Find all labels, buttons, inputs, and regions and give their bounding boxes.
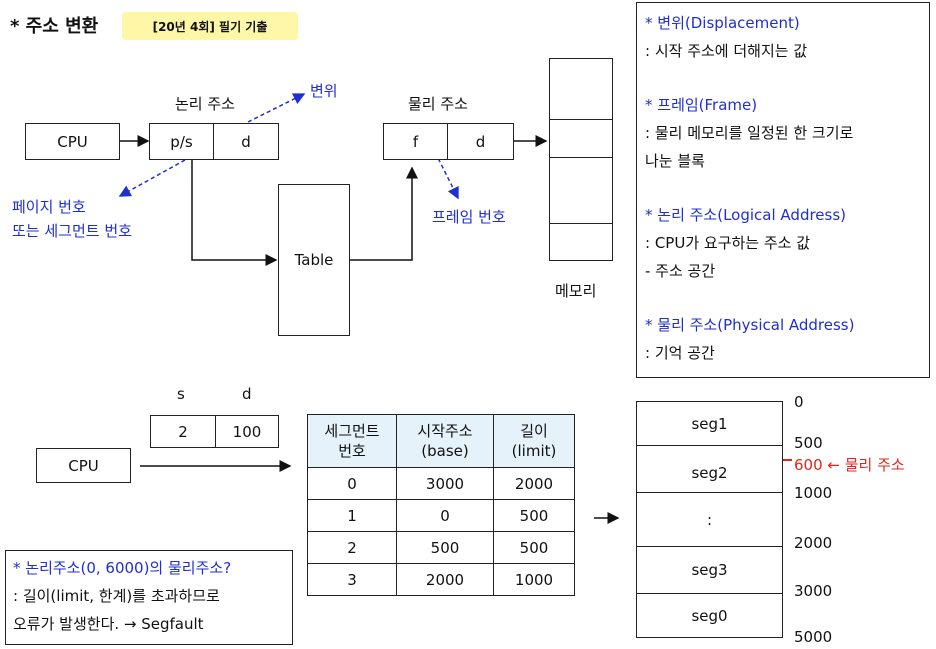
physical-address-label: 물리 주소 (408, 95, 468, 113)
memory-seg2: seg2 (636, 445, 783, 493)
question-box: * 논리주소(0, 6000)의 물리주소? : 길이(limit, 한계)를 … (5, 550, 293, 645)
def-displacement-text: : 시작 주소에 더해지는 값 (645, 42, 808, 60)
question-title: * 논리주소(0, 6000)의 물리주소? (13, 559, 232, 577)
segment-number-label: 또는 세그먼트 번호 (12, 222, 132, 240)
memory-seg0: seg0 (636, 593, 783, 638)
address-3000: 3000 (794, 582, 833, 600)
def-logical-term: * 논리 주소(Logical Address) (645, 206, 847, 224)
col-header: 길이(limit) (493, 414, 575, 468)
address-1000: 1000 (794, 484, 833, 502)
logical-cell-d: d (213, 123, 279, 160)
def-frame-text: : 물리 메모리를 일정된 한 크기로 (645, 124, 854, 142)
logical-address-label: 논리 주소 (175, 95, 235, 113)
address-5000: 5000 (794, 628, 833, 646)
physical-address-marker: 600 ← 물리 주소 (794, 456, 905, 474)
memory-seg1: seg1 (636, 401, 783, 446)
d-header: d (242, 385, 252, 403)
physical-cell-d: d (447, 123, 514, 160)
def-logical-text: : CPU가 요구하는 주소 값 (645, 234, 811, 252)
arrow-page-number (118, 159, 186, 197)
arrow-logical-to-table (191, 160, 278, 266)
memory-label: 메모리 (555, 282, 597, 300)
arrow-displacement (247, 93, 306, 123)
def-frame-text-2: 나눈 블록 (645, 152, 705, 170)
physical-cell-f: f (383, 123, 448, 160)
def-displacement-term: * 변위(Displacement) (645, 14, 800, 32)
cpu-box: CPU (25, 123, 120, 160)
memory-seg3: seg3 (636, 546, 783, 594)
cpu-box-2: CPU (36, 448, 131, 483)
table-box: Table (278, 184, 350, 336)
page-number-label: 페이지 번호 (12, 198, 86, 216)
question-answer-1: : 길이(limit, 한계)를 초과하므로 (13, 587, 220, 605)
s-header: s (177, 385, 185, 403)
logical-cell-ps: p/s (149, 123, 214, 160)
memory-box (549, 58, 613, 261)
displacement-label: 변위 (310, 82, 338, 100)
exam-badge: [20년 4회] 필기 기출 (122, 12, 298, 40)
arrow-table-to-physical (350, 166, 418, 261)
s-value-cell: 2 (150, 415, 216, 448)
def-frame-term: * 프레임(Frame) (645, 96, 758, 114)
address-0: 0 (794, 393, 804, 411)
def-logical-text-2: - 주소 공간 (645, 262, 716, 280)
definitions-panel: * 변위(Displacement) : 시작 주소에 더해지는 값 * 프레임… (636, 2, 930, 378)
col-header: 시작주소(base) (396, 414, 494, 468)
address-500: 500 (794, 434, 823, 452)
memory-gap: : (636, 492, 783, 547)
d-value-cell: 100 (215, 415, 279, 448)
def-physical-term: * 물리 주소(Physical Address) (645, 316, 855, 334)
question-answer-2: 오류가 발생한다. → Segfault (13, 615, 204, 633)
frame-number-label: 프레임 번호 (432, 208, 506, 226)
page-title: * 주소 변환 (10, 16, 99, 37)
address-2000: 2000 (794, 534, 833, 552)
def-physical-text: : 기억 공간 (645, 344, 715, 362)
